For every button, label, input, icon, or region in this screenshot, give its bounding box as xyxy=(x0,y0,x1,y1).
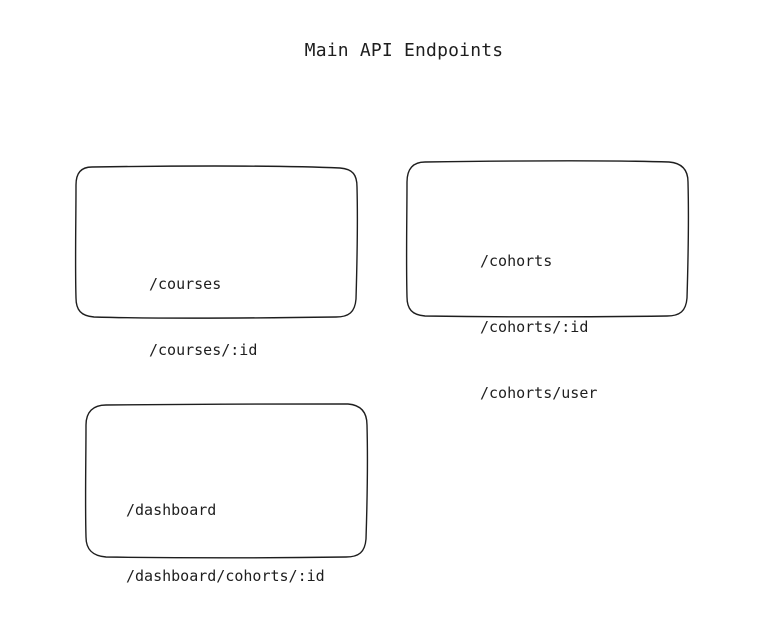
box-outline xyxy=(84,403,369,559)
box-outline xyxy=(74,165,359,319)
endpoint-path: /cohorts/:id xyxy=(480,318,589,336)
diagram-title: Main API Endpoints xyxy=(304,40,504,61)
endpoint-path: /cohorts xyxy=(480,252,553,270)
endpoint-path: /courses xyxy=(149,275,222,293)
endpoint-path: /cohorts/user xyxy=(480,384,598,402)
box-outline xyxy=(405,160,690,318)
endpoint-box-dashboard[interactable]: /dashboard /dashboard/cohorts/:id xyxy=(84,403,369,585)
endpoint-box-cohorts[interactable]: /cohorts /cohorts/:id /cohorts/user xyxy=(405,160,690,402)
endpoint-box-courses[interactable]: /courses /courses/:id xyxy=(74,165,359,359)
endpoint-path: /dashboard xyxy=(126,501,217,519)
endpoint-path: /dashboard/cohorts/:id xyxy=(126,567,325,585)
endpoint-path: /courses/:id xyxy=(149,341,258,359)
